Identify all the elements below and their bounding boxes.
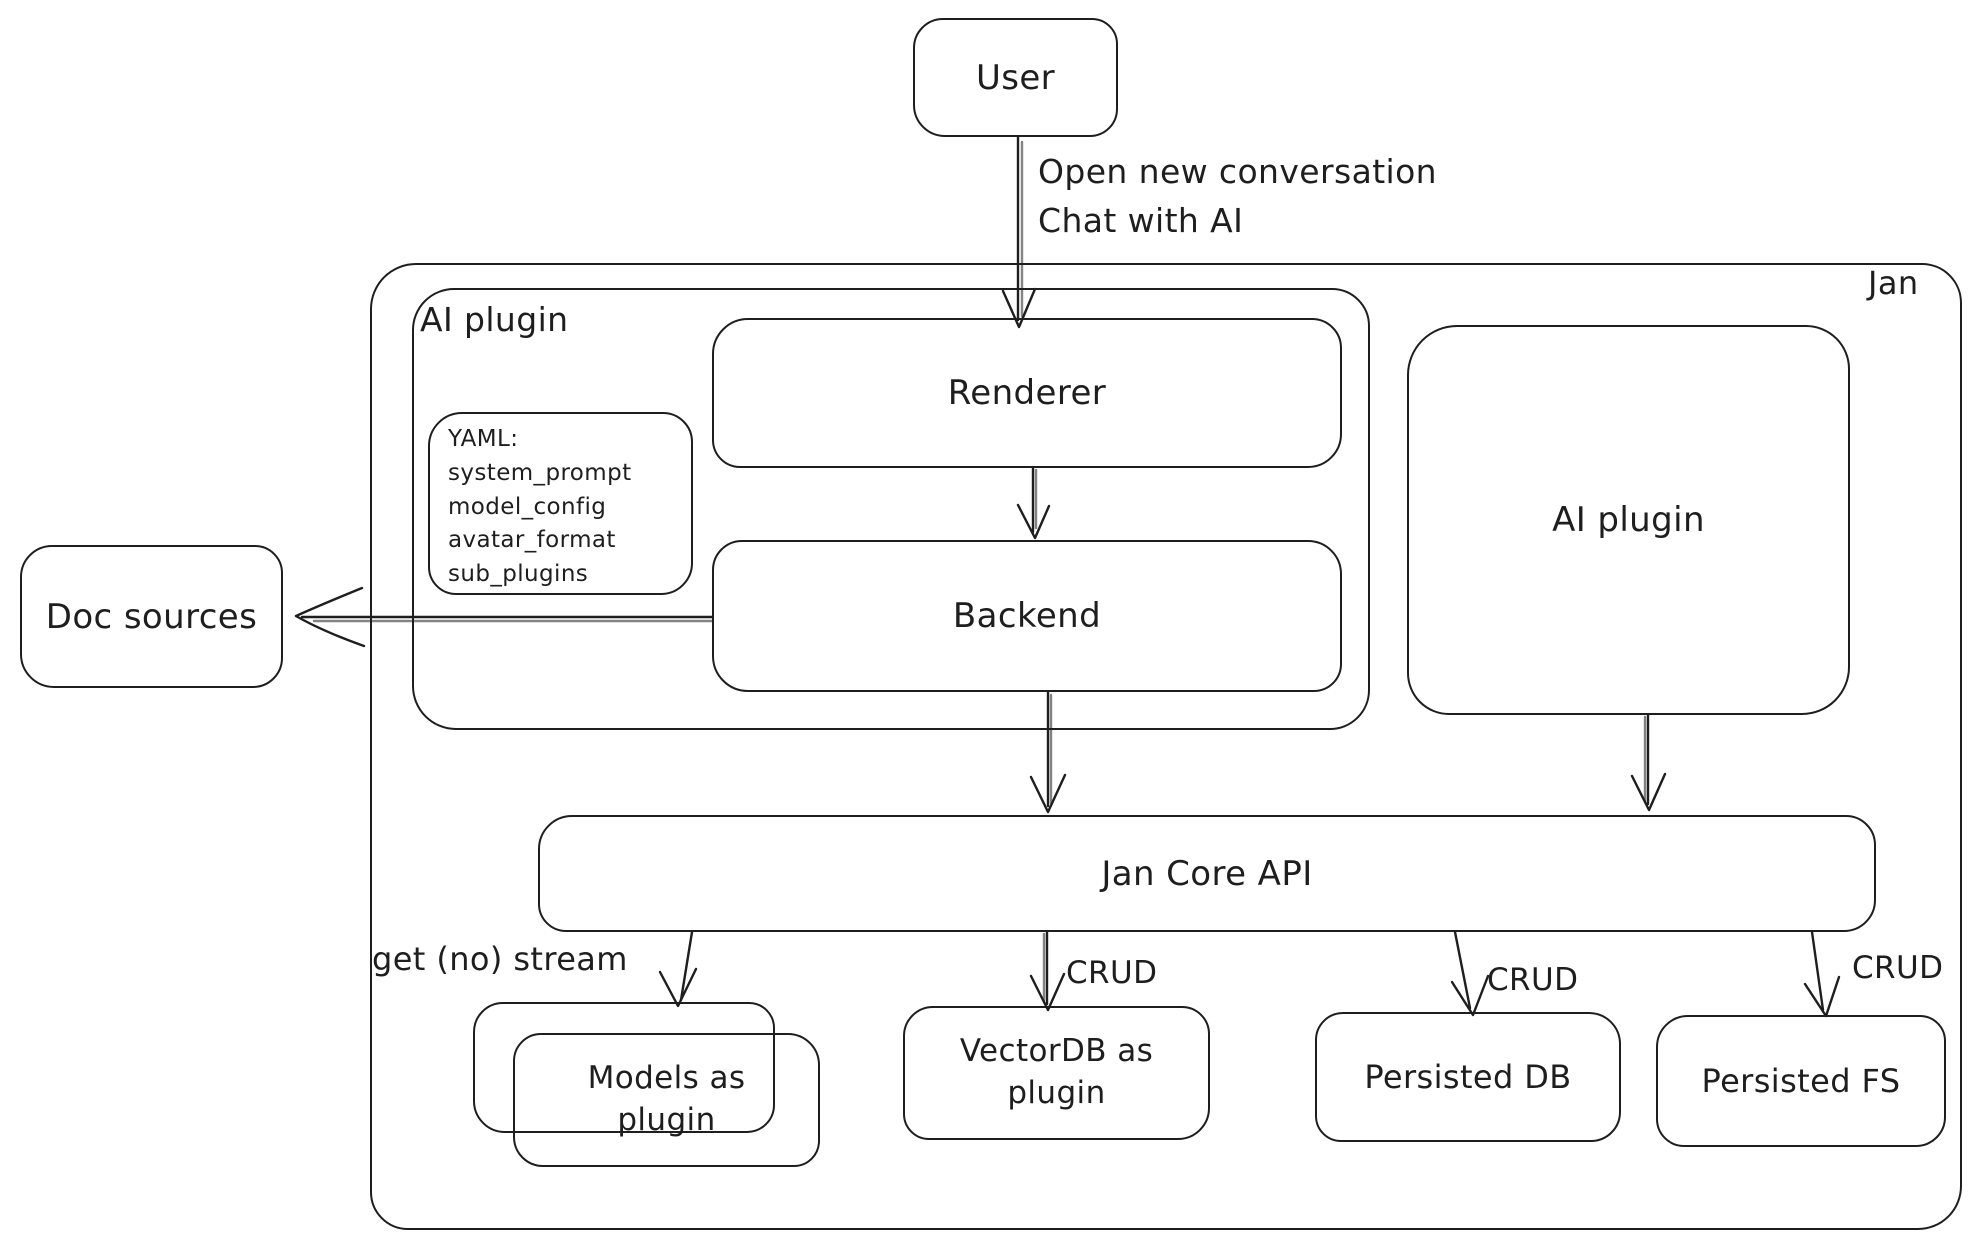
- ai-plugin-container-label: AI plugin: [420, 300, 569, 339]
- edge-label-crud-persisted-fs: CRUD: [1852, 950, 1944, 986]
- node-models-plugin-label: Models as plugin: [587, 1060, 746, 1138]
- node-renderer-label: Renderer: [947, 373, 1107, 413]
- jan-container: [370, 263, 1962, 1230]
- node-user: User: [913, 18, 1118, 137]
- node-yaml-note-text: YAML: system_prompt model_config avatar_…: [448, 426, 632, 588]
- node-persisted-db: Persisted DB: [1315, 1012, 1621, 1142]
- node-vectordb-plugin: VectorDB as plugin: [903, 1006, 1210, 1140]
- node-renderer: Renderer: [712, 318, 1342, 468]
- edge-label-crud-vectordb: CRUD: [1066, 955, 1158, 991]
- node-jan-core-api: Jan Core API: [538, 815, 1876, 932]
- node-persisted-fs: Persisted FS: [1656, 1015, 1946, 1147]
- ai-plugin-container: [412, 288, 1370, 730]
- node-persisted-db-label: Persisted DB: [1364, 1058, 1572, 1096]
- node-models-plugin: Models as plugin: [513, 1033, 820, 1167]
- node-backend: Backend: [712, 540, 1342, 692]
- node-ai-plugin-right: AI plugin: [1407, 325, 1850, 715]
- node-doc-sources: Doc sources: [20, 545, 283, 688]
- node-user-label: User: [975, 57, 1056, 98]
- edge-label-user-to-renderer: Open new conversation Chat with AI: [1038, 152, 1438, 240]
- jan-container-label: Jan: [1868, 264, 1919, 302]
- node-vectordb-plugin-label: VectorDB as plugin: [959, 1033, 1154, 1111]
- edge-label-crud-persisted-db: CRUD: [1487, 962, 1579, 998]
- node-yaml-note: YAML: system_prompt model_config avatar_…: [428, 412, 693, 595]
- edge-label-get-no-stream: get (no) stream: [372, 940, 628, 978]
- node-doc-sources-label: Doc sources: [45, 596, 258, 637]
- node-models-plugin-outer: [473, 1002, 775, 1133]
- node-backend-label: Backend: [952, 596, 1102, 636]
- node-persisted-fs-label: Persisted FS: [1701, 1062, 1901, 1100]
- node-ai-plugin-right-label: AI plugin: [1552, 500, 1705, 540]
- node-jan-core-api-label: Jan Core API: [1101, 853, 1313, 894]
